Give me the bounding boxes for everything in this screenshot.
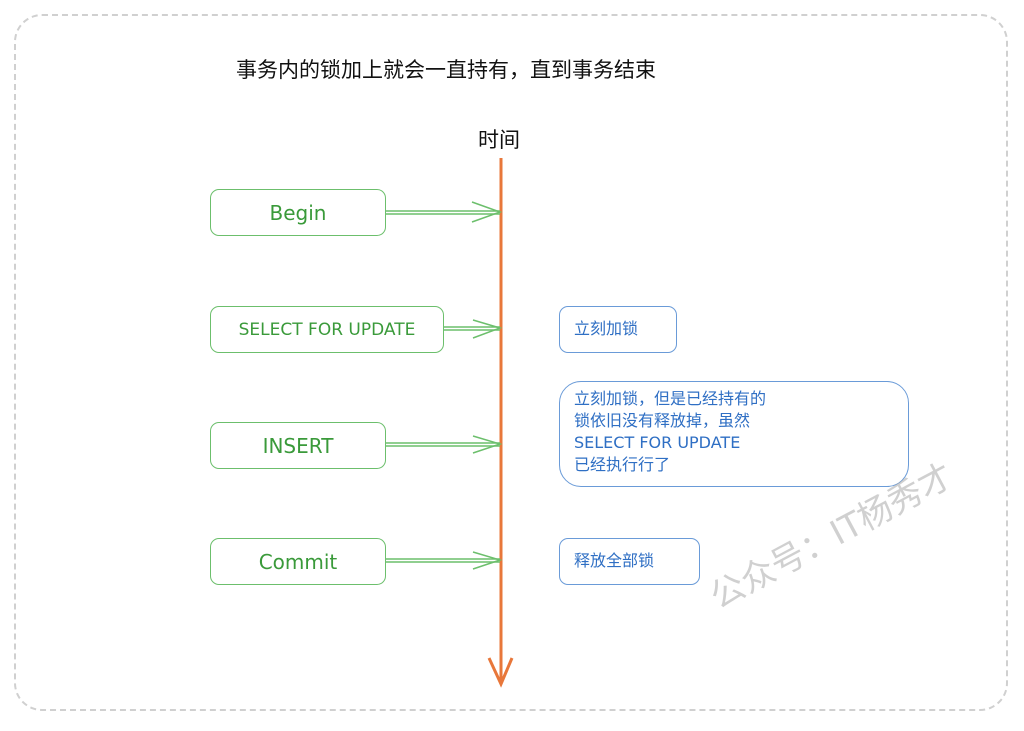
step-insert: INSERT — [210, 422, 386, 469]
arrow-commit — [385, 551, 503, 570]
step-select-for-update: SELECT FOR UPDATE — [210, 306, 444, 353]
time-axis — [487, 158, 514, 688]
note-line: SELECT FOR UPDATE — [574, 433, 741, 452]
step-commit: Commit — [210, 538, 386, 585]
note-line: 已经执行行了 — [574, 455, 671, 474]
time-axis-label: 时间 — [478, 128, 520, 152]
diagram-title: 事务内的锁加上就会一直持有，直到事务结束 — [236, 58, 656, 82]
arrow-select — [443, 319, 503, 339]
note-lock-held: 立刻加锁，但是已经持有的 锁依旧没有释放掉，虽然 SELECT FOR UPDA… — [559, 381, 909, 487]
step-begin: Begin — [210, 189, 386, 236]
arrow-insert — [385, 435, 503, 454]
diagram-frame — [14, 14, 1008, 711]
arrow-begin — [385, 201, 503, 223]
note-lock-immediately: 立刻加锁 — [559, 306, 677, 353]
note-release-all: 释放全部锁 — [559, 538, 700, 585]
note-line: 立刻加锁，但是已经持有的 — [574, 389, 767, 408]
note-line: 锁依旧没有释放掉，虽然 — [574, 411, 751, 430]
